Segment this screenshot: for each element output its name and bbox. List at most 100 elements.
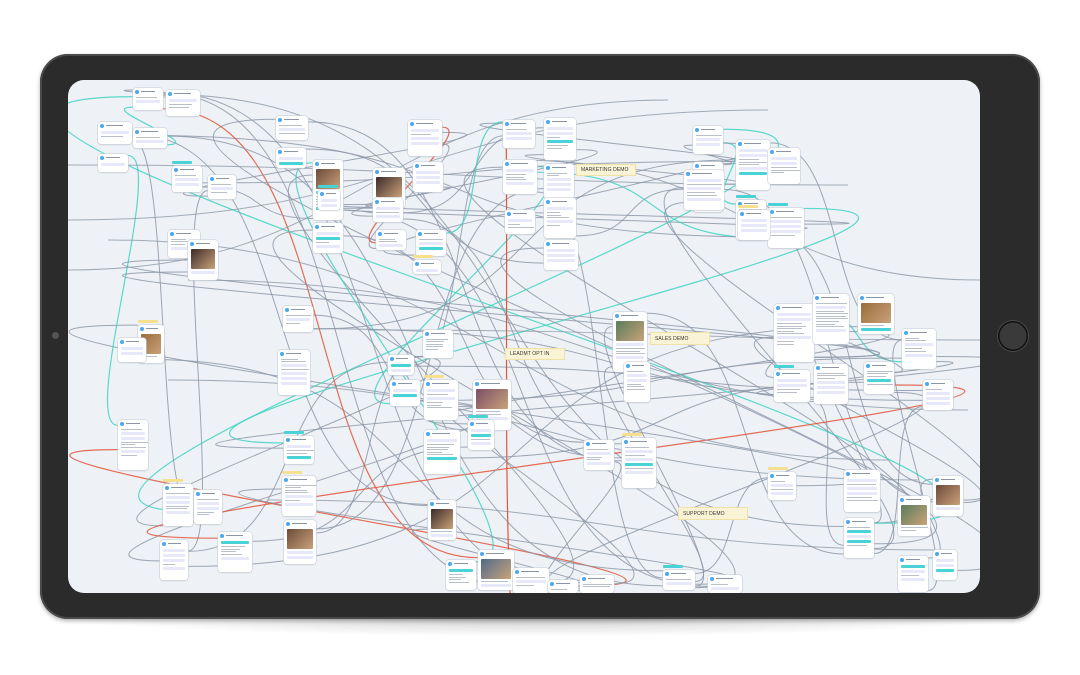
flow-node[interactable] bbox=[388, 355, 414, 375]
flow-node[interactable] bbox=[768, 208, 804, 248]
flow-node[interactable] bbox=[738, 210, 770, 240]
flow-node[interactable] bbox=[544, 240, 578, 270]
flow-node[interactable] bbox=[505, 210, 535, 234]
flow-node[interactable] bbox=[902, 329, 936, 369]
message-icon bbox=[425, 331, 429, 336]
node-title bbox=[486, 552, 504, 555]
flow-node[interactable] bbox=[923, 380, 953, 410]
flow-node[interactable] bbox=[624, 362, 650, 402]
flow-node[interactable] bbox=[580, 575, 614, 593]
flow-node[interactable] bbox=[390, 380, 420, 406]
flow-node[interactable] bbox=[282, 476, 316, 516]
connector-line bbox=[131, 134, 769, 238]
node-button bbox=[847, 534, 871, 538]
flow-node[interactable] bbox=[814, 364, 848, 404]
node-text-line bbox=[861, 325, 885, 326]
flow-node[interactable] bbox=[478, 550, 514, 590]
flow-node[interactable] bbox=[736, 140, 770, 190]
flow-node[interactable] bbox=[172, 166, 202, 192]
flow-node[interactable] bbox=[933, 476, 963, 516]
flow-builder-canvas[interactable]: MARKETING DEMO LEADMT OPT IN SALES DEMO … bbox=[68, 80, 980, 593]
flow-node[interactable] bbox=[284, 436, 314, 464]
flow-node[interactable] bbox=[424, 380, 458, 420]
flow-node[interactable] bbox=[813, 294, 849, 344]
node-header bbox=[172, 166, 202, 173]
flow-node[interactable] bbox=[413, 162, 443, 192]
flow-node[interactable] bbox=[446, 560, 476, 590]
node-button bbox=[817, 380, 845, 384]
flow-node[interactable] bbox=[416, 230, 446, 256]
flow-node[interactable] bbox=[708, 575, 742, 593]
flow-node[interactable] bbox=[423, 330, 453, 358]
flow-node[interactable] bbox=[858, 294, 894, 334]
flow-node[interactable] bbox=[503, 120, 535, 148]
flow-node[interactable] bbox=[284, 520, 316, 564]
flow-node[interactable] bbox=[548, 580, 578, 593]
flow-node[interactable] bbox=[166, 90, 200, 116]
node-button bbox=[936, 564, 954, 567]
flow-node[interactable] bbox=[663, 570, 695, 590]
flow-node[interactable] bbox=[313, 223, 343, 253]
flow-node[interactable] bbox=[133, 88, 163, 110]
flow-node[interactable] bbox=[218, 532, 252, 572]
flow-node[interactable] bbox=[774, 370, 810, 402]
flow-node[interactable] bbox=[318, 190, 340, 210]
flow-node[interactable] bbox=[98, 122, 132, 144]
message-icon bbox=[284, 477, 288, 482]
flow-node[interactable] bbox=[898, 496, 930, 536]
flow-node[interactable] bbox=[768, 148, 800, 184]
flow-node[interactable] bbox=[276, 116, 308, 140]
flow-node[interactable] bbox=[188, 240, 218, 280]
flow-node[interactable] bbox=[428, 500, 456, 540]
node-button bbox=[476, 416, 508, 420]
flow-node[interactable] bbox=[774, 304, 814, 362]
flow-node[interactable] bbox=[768, 472, 796, 500]
flow-node[interactable] bbox=[98, 154, 128, 172]
node-button bbox=[547, 188, 571, 192]
flow-node[interactable] bbox=[138, 325, 164, 363]
node-text-line bbox=[771, 480, 786, 482]
flow-node[interactable] bbox=[373, 198, 403, 222]
flow-node[interactable] bbox=[622, 438, 656, 488]
flow-node[interactable] bbox=[133, 128, 167, 148]
flow-node[interactable] bbox=[844, 470, 880, 512]
flow-node[interactable] bbox=[898, 556, 928, 592]
flow-node[interactable] bbox=[503, 160, 537, 194]
node-header bbox=[188, 240, 218, 247]
flow-node[interactable] bbox=[194, 490, 222, 524]
flow-node[interactable] bbox=[118, 338, 146, 362]
support-demo-label: SUPPORT DEMO bbox=[678, 507, 748, 520]
message-icon bbox=[278, 149, 282, 154]
message-icon bbox=[686, 171, 690, 176]
flow-node[interactable] bbox=[413, 260, 441, 274]
flow-node[interactable] bbox=[544, 198, 576, 238]
node-button bbox=[771, 162, 797, 165]
home-button[interactable] bbox=[998, 321, 1028, 351]
node-image bbox=[141, 334, 161, 354]
flow-node[interactable] bbox=[544, 164, 574, 198]
flow-node[interactable] bbox=[544, 118, 576, 160]
flow-node[interactable] bbox=[118, 420, 148, 470]
flow-node[interactable] bbox=[160, 540, 188, 580]
flow-node[interactable] bbox=[208, 175, 236, 199]
node-title bbox=[141, 130, 158, 133]
flow-node[interactable] bbox=[584, 440, 614, 470]
node-text-line bbox=[281, 369, 309, 371]
flow-node[interactable] bbox=[933, 550, 957, 580]
flow-node[interactable] bbox=[513, 568, 549, 593]
flow-node[interactable] bbox=[684, 170, 724, 210]
flow-node[interactable] bbox=[163, 484, 193, 526]
flow-node[interactable] bbox=[468, 420, 494, 450]
node-text-line bbox=[166, 508, 188, 510]
flow-node[interactable] bbox=[278, 350, 310, 395]
message-icon bbox=[475, 381, 479, 386]
flow-node[interactable] bbox=[376, 230, 406, 250]
connector-line bbox=[166, 135, 664, 587]
flow-node[interactable] bbox=[424, 430, 460, 474]
flow-node[interactable] bbox=[693, 126, 723, 154]
flow-node[interactable] bbox=[408, 120, 442, 156]
flow-node[interactable] bbox=[844, 518, 874, 558]
flow-node[interactable] bbox=[864, 362, 894, 394]
flow-node[interactable] bbox=[283, 306, 313, 332]
flow-node[interactable] bbox=[276, 148, 306, 168]
